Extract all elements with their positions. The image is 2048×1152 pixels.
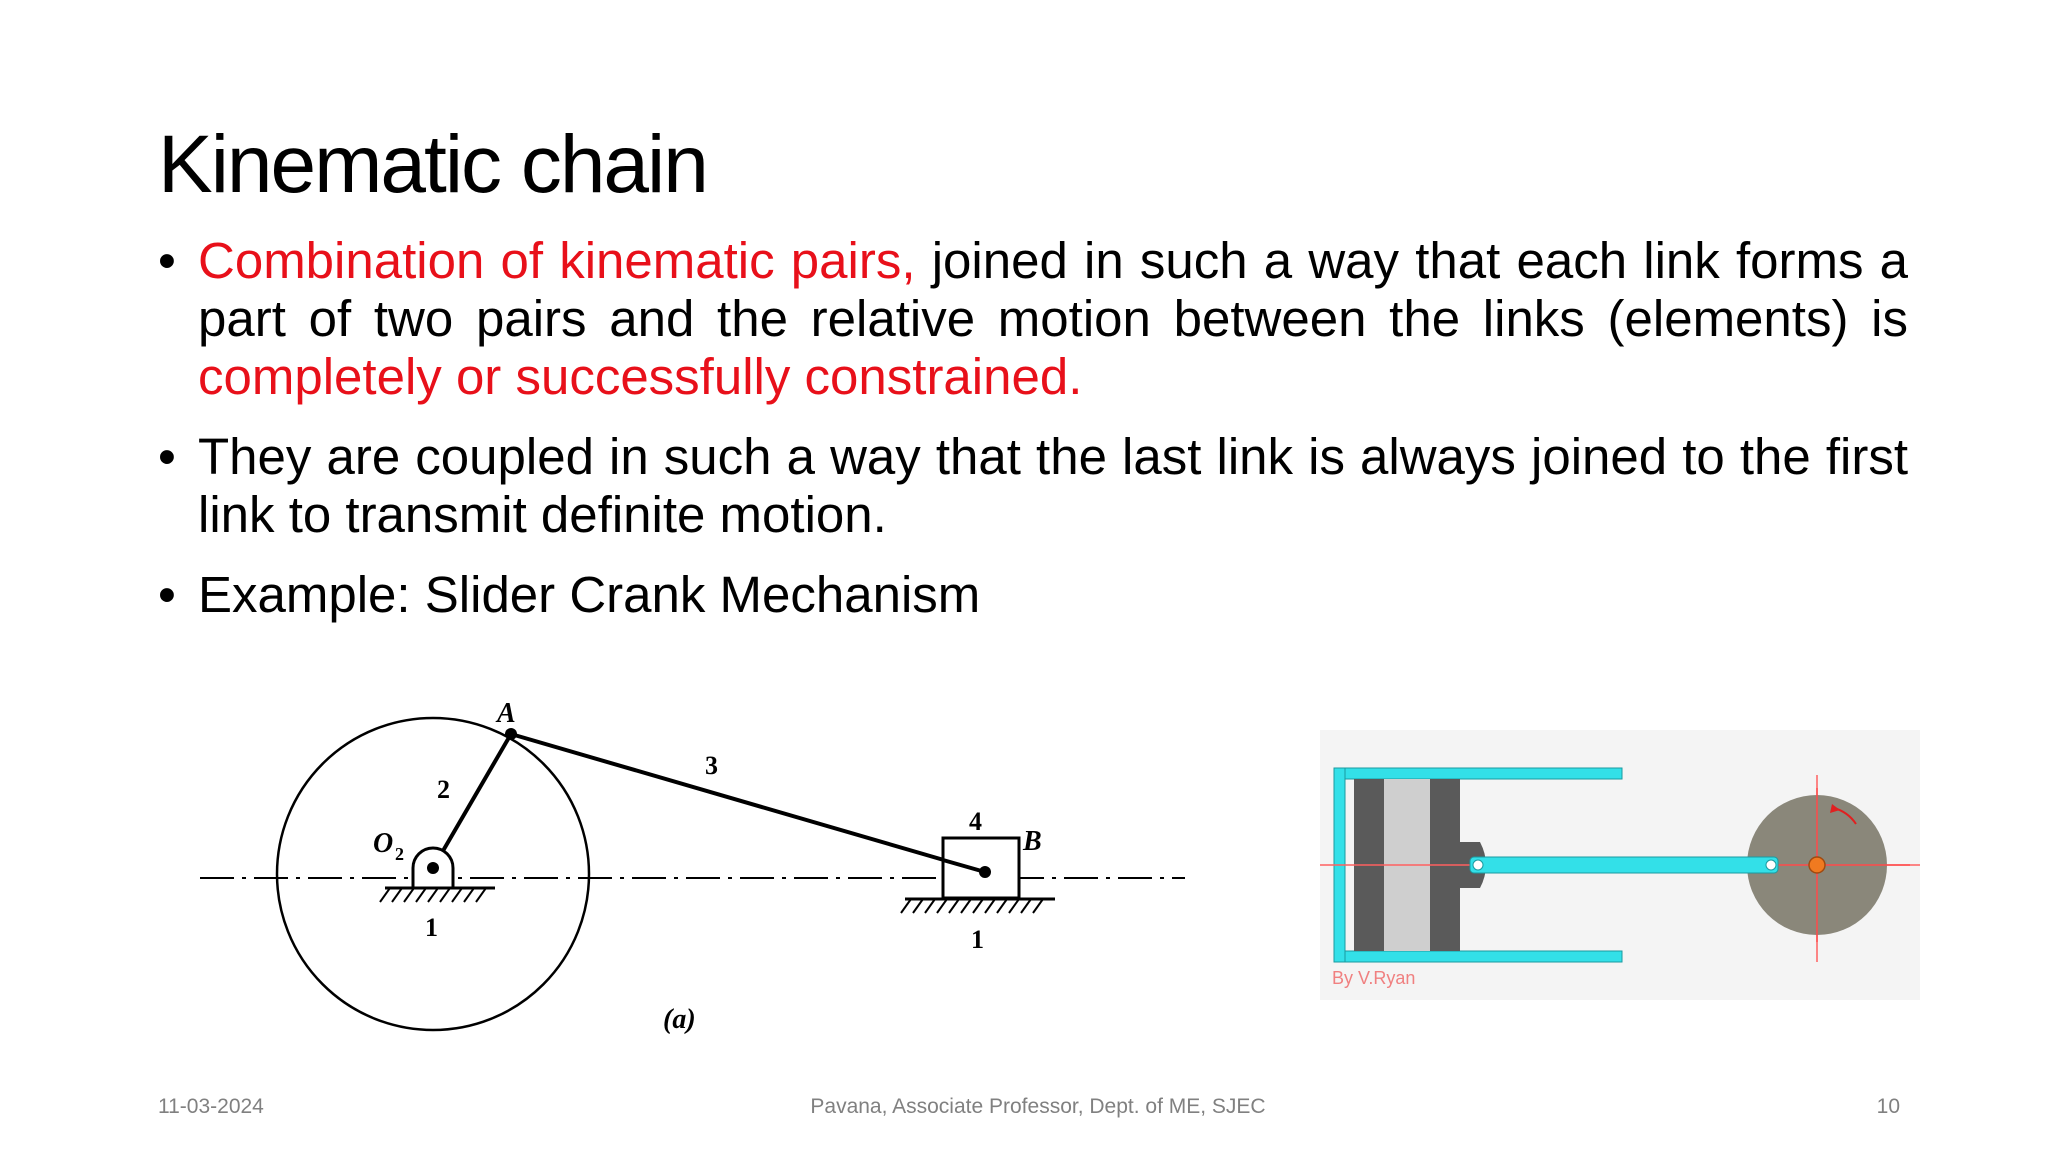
bullet-text: They are coupled in such a way that the … [198,428,1908,543]
bullet-list: • Combination of kinematic pairs, joined … [158,232,1908,646]
bullet-item: • Combination of kinematic pairs, joined … [158,232,1908,406]
joint-b [979,866,991,878]
slide-title: Kinematic chain [158,119,709,210]
footer-date: 11-03-2024 [158,1095,264,1118]
pivot-pin [427,862,439,874]
cylinder-top-wall [1333,767,1623,780]
bullet-item: • Example: Slider Crank Mechanism [158,566,1908,624]
bullet-dot: • [158,428,176,485]
label-link-3: 3 [705,751,718,780]
label-b: B [1022,826,1042,857]
cylinder-bottom-wall [1333,950,1623,963]
bullet-dot: • [158,566,176,623]
connecting-rod-link [510,732,986,874]
crank-link [431,732,513,870]
bullet-item: • They are coupled in such a way that the… [158,428,1908,544]
footer-author: Pavana, Associate Professor, Dept. of ME… [810,1095,1266,1118]
connecting-rod-end [942,858,986,874]
piston-illustration: By V.Ryan [1320,730,1920,1000]
crank-circle [275,716,591,1032]
bullet-red-phrase: Combination of kinematic pairs, [198,232,916,289]
wrist-pin [1472,859,1484,871]
rotation-arrowhead-icon [1830,804,1840,813]
joint-a [505,728,517,740]
slider-crank-diagram: A 2 3 O 2 1 4 B 1 (a) [200,698,1185,1035]
label-link-2: 2 [437,775,450,804]
label-o2-subscript: 2 [395,844,404,864]
figure-caption: (a) [663,1004,696,1035]
ground-hatch [379,887,487,903]
crank-pin [1808,856,1826,874]
piston-rod [1469,856,1779,874]
slider-ground-hatch [900,898,1044,914]
illustration-credit: By V.Ryan [1332,968,1415,988]
bullet-text: Example: Slider Crank Mechanism [198,566,981,623]
footer-page-number: 10 [1876,1095,1900,1118]
label-o2: O [373,828,393,859]
label-ground-1-right: 1 [971,925,984,954]
bullet-text: joined in such a way that each link form… [198,232,1908,347]
rod-end-pin [1765,859,1777,871]
label-link-4: 4 [969,807,982,836]
label-ground-1: 1 [425,913,438,942]
bullet-red-phrase: completely or successfully constrained. [198,348,1083,405]
bullet-dot: • [158,232,176,289]
label-a: A [495,698,516,729]
